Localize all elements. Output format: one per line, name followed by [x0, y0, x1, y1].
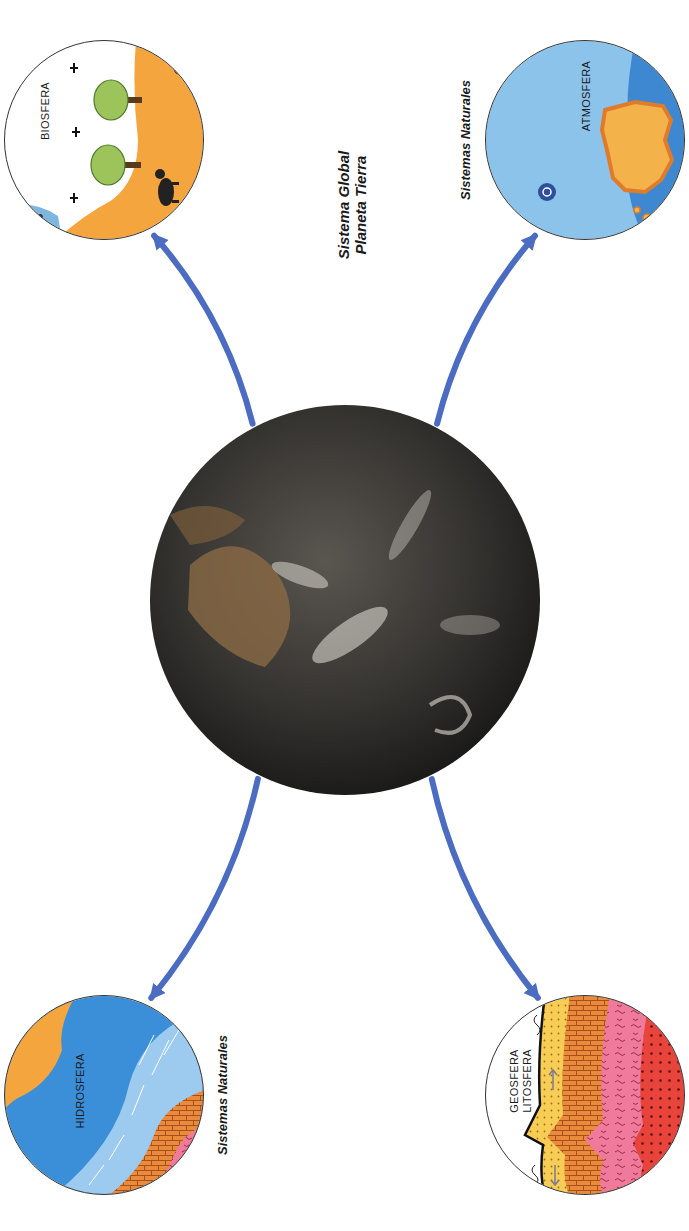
text-holder: Sistemas Naturales: [215, 1035, 230, 1155]
system-label: Sistemas Naturales: [215, 1035, 230, 1155]
diagram-title: Sistema Global Planeta Tierra: [335, 143, 369, 268]
sphere-circle: HIDROSFERA: [4, 995, 204, 1195]
text-holder: ATMOSFERA: [580, 61, 593, 131]
sphere-label: HIDROSFERA: [74, 1053, 87, 1128]
arrow-connector: [432, 779, 538, 998]
earth-globe: Sistema Global Planeta Tierra: [150, 405, 540, 795]
text-holder: HIDROSFERA: [74, 1053, 87, 1128]
arrow-connector: [154, 236, 253, 424]
sphere-label: ATMOSFERA: [580, 61, 593, 131]
sphere-label: GEOSFERA LITOSFERA: [508, 1049, 534, 1113]
text-holder: GEOSFERA LITOSFERA: [508, 1049, 534, 1113]
text-holder: Sistema Global Planeta Tierra: [335, 143, 369, 268]
sphere-label: BIOSFERA: [39, 82, 52, 140]
arrow-connector: [437, 236, 535, 424]
system-label: Sistemas Naturales: [458, 80, 473, 200]
arrow-connector: [151, 779, 258, 998]
sphere-circle: ATMOSFERA: [485, 40, 685, 240]
text-holder: BIOSFERA: [39, 82, 52, 140]
text-holder: Sistemas Naturales: [458, 80, 473, 200]
sphere-circle: GEOSFERA LITOSFERA: [485, 995, 685, 1195]
sphere-circle: BIOSFERA: [4, 40, 204, 240]
